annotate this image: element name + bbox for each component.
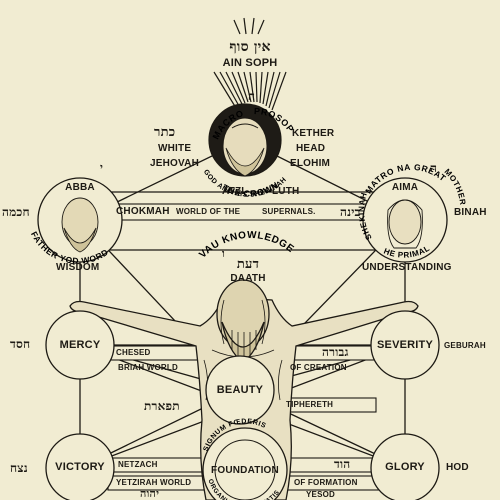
crown-head: HEAD bbox=[296, 143, 326, 154]
foundation-label: FOUNDATION bbox=[211, 465, 279, 476]
atziluth-right: LUTH bbox=[272, 186, 300, 197]
daath-hebrew: דעת bbox=[236, 257, 260, 272]
ain-soph-rays bbox=[213, 17, 287, 111]
binah-hebrew: בינה bbox=[340, 205, 361, 219]
aima-he-hebrew: ה bbox=[430, 161, 438, 175]
binah-label: BINAH bbox=[454, 207, 487, 218]
victory-label: VICTORY bbox=[55, 461, 105, 473]
supernal-text1: WORLD OF THE bbox=[176, 207, 241, 216]
of-formation: OF FORMATION bbox=[294, 478, 358, 487]
hod-circle bbox=[370, 433, 440, 500]
daath-vau-hebrew: ו bbox=[222, 247, 226, 260]
chesed-hebrew: חסד bbox=[10, 337, 31, 351]
crown-yod-hebrew: ה bbox=[248, 89, 256, 103]
netzach-circle bbox=[45, 433, 115, 500]
aima-name: AIMA bbox=[391, 182, 419, 193]
ain-soph-label: AIN SOPH bbox=[222, 57, 278, 69]
daath-label: DAATH bbox=[230, 273, 266, 284]
tiphereth-label: TIPHERETH bbox=[286, 400, 334, 409]
tiphereth-circle bbox=[205, 355, 275, 425]
hod-hebrew: הוד bbox=[334, 457, 351, 471]
supernal-text2: SUPERNALS. bbox=[262, 207, 316, 216]
netzach-label: NETZACH bbox=[118, 460, 158, 469]
yesod-label: YESOD bbox=[306, 490, 336, 499]
geburah-hebrew: גבורה bbox=[322, 345, 349, 359]
yetzirah-world: YETZIRAH WORLD bbox=[116, 478, 192, 487]
crown-jehovah: JEHOVAH bbox=[150, 158, 200, 169]
glory-label: GLORY bbox=[385, 461, 425, 473]
of-creation: OF CREATION bbox=[290, 363, 347, 372]
geburah-label: GEBURAH bbox=[444, 341, 486, 350]
ain-soph-hebrew: אין סוף bbox=[229, 39, 271, 55]
briah-world: BRIAH WORLD bbox=[118, 363, 178, 372]
netzach-hebrew: נצח bbox=[10, 461, 28, 475]
abba-yod-hebrew: י bbox=[100, 161, 104, 174]
chokmah-hebrew: חכמה bbox=[2, 205, 30, 219]
crown-white: WHITE bbox=[158, 143, 192, 154]
aima-arc-right: MOTHER bbox=[443, 167, 467, 206]
tetragrammaton-hebrew: יהוה bbox=[140, 487, 160, 500]
beauty-label: BEAUTY bbox=[216, 384, 264, 396]
geburah-circle bbox=[370, 310, 440, 380]
understanding-label: UNDERSTANDING bbox=[362, 262, 452, 273]
tiphereth-hebrew: תפארת bbox=[144, 399, 180, 413]
chesed-label: CHESED bbox=[116, 348, 151, 357]
severity-label: SEVERITY bbox=[376, 339, 434, 351]
abba-name: ABBA bbox=[65, 182, 95, 193]
yesod-circle bbox=[202, 427, 288, 500]
wisdom-label: WISDOM bbox=[56, 262, 100, 273]
atziluth-left: ATZI bbox=[222, 186, 245, 197]
hod-label: HOD bbox=[446, 462, 469, 473]
kether-hebrew: כתר bbox=[154, 125, 176, 140]
chokmah-label: CHOKMAH bbox=[116, 206, 170, 217]
svg-text:MOTHER: MOTHER bbox=[443, 167, 468, 206]
chokmah-circle bbox=[37, 177, 123, 263]
binah-circle bbox=[362, 177, 448, 263]
kether-label: KETHER bbox=[292, 128, 335, 139]
mercy-label: MERCY bbox=[59, 339, 101, 351]
crown-elohim: ELOHIM bbox=[290, 158, 331, 169]
chesed-circle bbox=[45, 310, 115, 380]
kether-circle bbox=[208, 103, 282, 177]
